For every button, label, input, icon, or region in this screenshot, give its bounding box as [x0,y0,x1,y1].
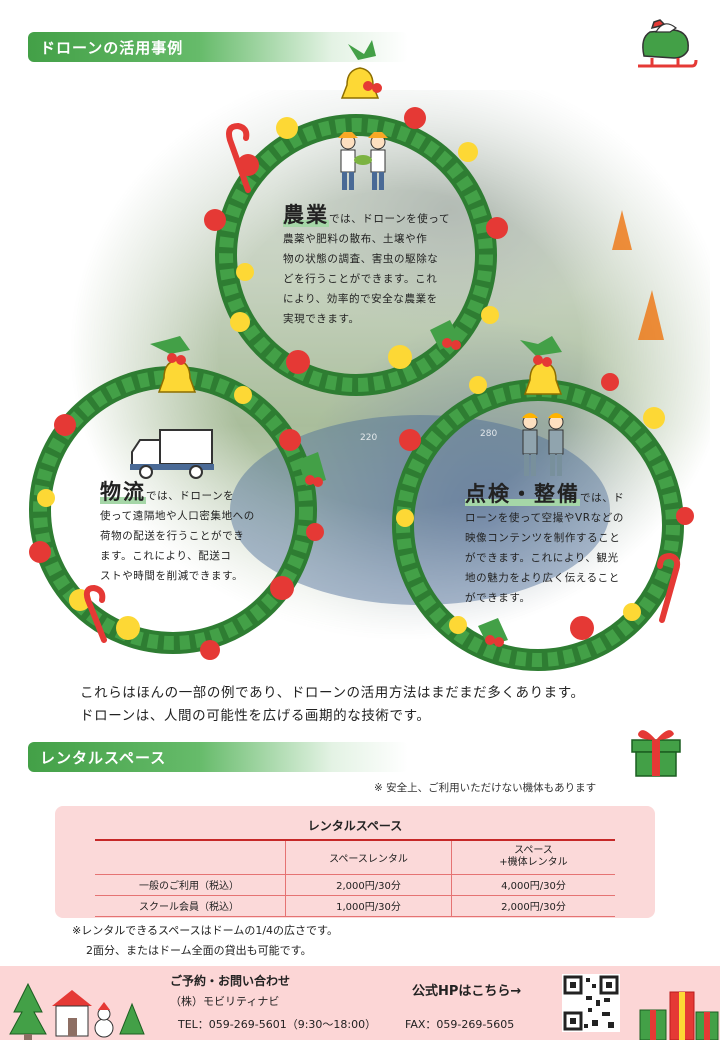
table-row: スクール会員（税込） 1,000円/30分 2,000円/30分 [95,895,615,917]
sleigh-icon [638,19,698,68]
logistics-text: 物流では、ドローンを 使って遠隔地や人口密集地への 荷物の配送を行うことができ … [100,480,255,586]
logistics-line: 荷物の配送を行うことができ [100,530,245,542]
traffic-cone [638,290,664,340]
gift-box-icon [631,730,681,777]
rental-table: レンタルスペース スペースレンタル スペース +機体レンタル 一般のご利用（税込… [95,814,615,917]
rental-table-box: レンタルスペース スペースレンタル スペース +機体レンタル 一般のご利用（税込… [55,806,655,918]
pad-label-left: 220 [360,433,377,443]
logistics-line: ます。これにより、配送コ [100,550,232,562]
traffic-cone [612,210,632,250]
agriculture-text: 農業では、ドローンを使って 農薬や肥料の散布、土壌や作 物の状態の調査、害虫の駆… [283,203,451,329]
inspection-line: ローンを使って空撮やVRなどの [465,512,624,524]
section-title: ドローンの活用事例 [40,39,184,57]
section-header-rental: レンタルスペース [28,742,408,772]
delivery-truck-icon [130,429,214,479]
footer: ご予約・お問い合わせ （株）モビリティナビ TEL：059-269-5601（9… [0,966,720,1040]
table-cell: 2,000円/30分 [451,895,615,917]
table-cell: スクール会員（税込） [95,895,286,917]
table-header-empty [95,840,286,875]
candy-cane-icon [657,552,681,623]
note-line: ※レンタルできるスペースはドームの1/4の広さです。 [72,924,338,937]
christmas-village-icon [9,982,145,1040]
table-cell: 4,000円/30分 [451,874,615,896]
note-line: 2面分、またはドーム全面の貸出も可能です。 [86,944,312,957]
contact-title: ご予約・お問い合わせ [170,974,291,988]
rental-table-title: レンタルスペース [95,814,615,841]
table-row: 一般のご利用（税込） 2,000円/30分 4,000円/30分 [95,874,615,896]
official-site-link[interactable]: 公式HPはこちら→ [412,984,522,999]
inspection-line: では、ド [580,492,625,504]
summary-line: ドローンは、人間の可能性を広げる画期的な技術です。 [80,708,431,724]
logistics-line: では、ドローンを [146,490,235,502]
summary-line: これらはほんの一部の例であり、ドローンの活用方法はまだまだ多くあります。 [80,685,585,701]
company-name: （株）モビリティナビ [170,995,280,1008]
inspection-line: ができます。これにより、観光 [465,552,619,564]
agriculture-heading: 農業 [283,203,329,227]
rental-notes: ※レンタルできるスペースはドームの1/4の広さです。 2面分、またはドーム全面の… [72,921,338,961]
landing-pad [230,415,610,605]
summary-text: これらはほんの一部の例であり、ドローンの活用方法はまだまだ多くあります。 ドロー… [80,682,585,728]
logistics-heading: 物流 [100,480,146,504]
safety-note: ※ 安全上、ご利用いただけない機体もあります [374,782,597,794]
logistics-line: 使って遠隔地や人口密集地への [100,510,255,522]
qr-code-icon[interactable] [562,974,620,1032]
agriculture-line: により、効率的で安全な農業を [283,293,438,305]
agriculture-line: では、ドローンを使って [329,213,451,225]
table-cell: 一般のご利用（税込） [95,874,286,896]
inspection-line: 地の魅力をより広く伝えること [465,572,620,584]
candy-cane-icon [226,122,251,193]
section-title: レンタルスペース [40,749,167,767]
agriculture-line: 農薬や肥料の散布、土壌や作 [283,233,428,245]
section-header-usecases: ドローンの活用事例 [28,32,408,62]
inspection-line: ができます。 [465,592,531,604]
inspection-heading: 点検・整備 [465,482,580,506]
inspection-line: 映像コンテンツを制作すること [465,532,621,544]
table-cell: 1,000円/30分 [285,895,452,917]
logistics-line: ストや時間を削減できます。 [100,570,244,582]
wreath-logistics [29,336,326,660]
farmers-illustration [338,132,388,190]
fax-number: FAX：059-269-5605 [405,1018,515,1031]
wreath-inspection [392,336,694,671]
agriculture-line: 実現できます。 [283,313,360,325]
wreath-illustrations: 220 280 [29,40,694,671]
wreath-agriculture [204,40,508,396]
candy-cane-icon [83,584,107,643]
gift-boxes-icon [639,991,719,1040]
inspection-text: 点検・整備では、ド ローンを使って空撮やVRなどの 映像コンテンツを制作すること… [465,482,625,608]
table-cell: 2,000円/30分 [285,874,452,896]
inspectors-illustration [522,413,564,476]
pad-label-right: 280 [480,429,497,439]
table-header-space: スペースレンタル [285,840,452,875]
table-header-space-drone: スペース +機体レンタル [451,840,615,875]
agriculture-line: 物の状態の調査、害虫の駆除な [283,253,439,265]
agriculture-line: どを行うことができます。これ [283,273,438,285]
tel-number: TEL：059-269-5601（9:30～18:00） [178,1018,377,1031]
